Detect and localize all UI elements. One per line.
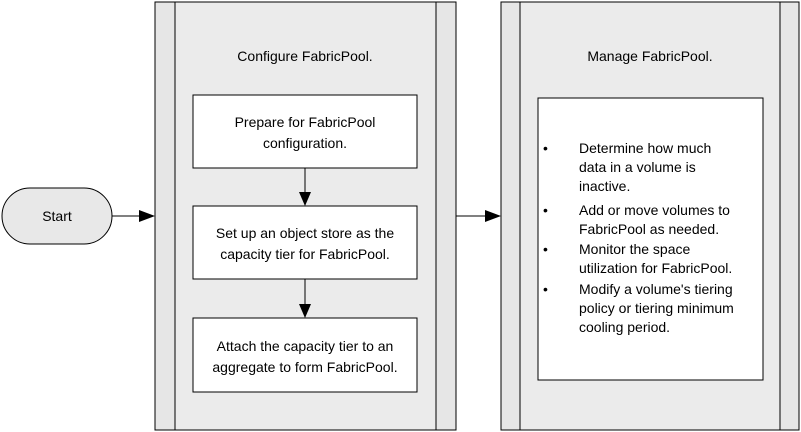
manage-task-add-move-volumes: • Add or move volumes to FabricPool as n…	[543, 202, 730, 237]
manage-task-line: data in a volume is	[579, 159, 696, 175]
manage-task-line: FabricPool as needed.	[579, 221, 719, 237]
configure-step-box	[192, 94, 418, 169]
arrow-configure-to-manage	[456, 210, 501, 222]
start-node-label: Start	[42, 208, 72, 224]
bullet: •	[543, 281, 548, 297]
manage-task-line: Add or move volumes to	[579, 202, 730, 218]
configure-step-line: configuration.	[263, 135, 347, 151]
manage-tasks-box	[537, 97, 764, 381]
manage-panel-title: Manage FabricPool.	[587, 48, 712, 64]
configure-panel-title: Configure FabricPool.	[237, 48, 372, 64]
configure-step-prepare: Prepare for FabricPool configuration.	[192, 94, 418, 169]
configure-step-line: Prepare for FabricPool	[235, 114, 376, 130]
configure-step-object-store: Set up an object store as the capacity t…	[192, 205, 418, 280]
bullet: •	[543, 140, 548, 156]
manage-task-line: cooling period.	[579, 319, 670, 335]
configure-step-box	[192, 317, 418, 393]
configure-panel: Configure FabricPool. Prepare for Fabric…	[154, 1, 457, 431]
configure-step-line: Attach the capacity tier to an	[217, 338, 394, 354]
manage-task-line: Determine how much	[579, 140, 711, 156]
bullet: •	[543, 241, 548, 257]
manage-task-line: Monitor the space	[579, 241, 690, 257]
manage-task-line: utilization for FabricPool.	[579, 260, 732, 276]
configure-step-attach-tier: Attach the capacity tier to an aggregate…	[192, 317, 418, 393]
arrow-start-to-configure	[112, 210, 155, 222]
configure-step-line: aggregate to form FabricPool.	[212, 359, 397, 375]
manage-task-line: policy or tiering minimum	[579, 300, 734, 316]
manage-task-monitor-space: • Monitor the space utilization for Fabr…	[543, 241, 732, 276]
configure-step-line: Set up an object store as the	[216, 225, 394, 241]
manage-task-line: Modify a volume's tiering	[579, 281, 733, 297]
manage-task-determine-inactive: • Determine how much data in a volume is…	[543, 140, 711, 194]
arrow-step2-to-step3	[299, 279, 311, 318]
arrow-step1-to-step2	[299, 168, 311, 206]
configure-step-box	[192, 205, 418, 280]
manage-task-line: inactive.	[579, 178, 630, 194]
manage-panel: Manage FabricPool. • Determine how much …	[500, 1, 800, 431]
bullet: •	[543, 202, 548, 218]
manage-task-modify-tiering-policy: • Modify a volume's tiering policy or ti…	[543, 281, 734, 335]
configure-step-line: capacity tier for FabricPool.	[220, 246, 390, 262]
start-node: Start	[1, 187, 113, 245]
